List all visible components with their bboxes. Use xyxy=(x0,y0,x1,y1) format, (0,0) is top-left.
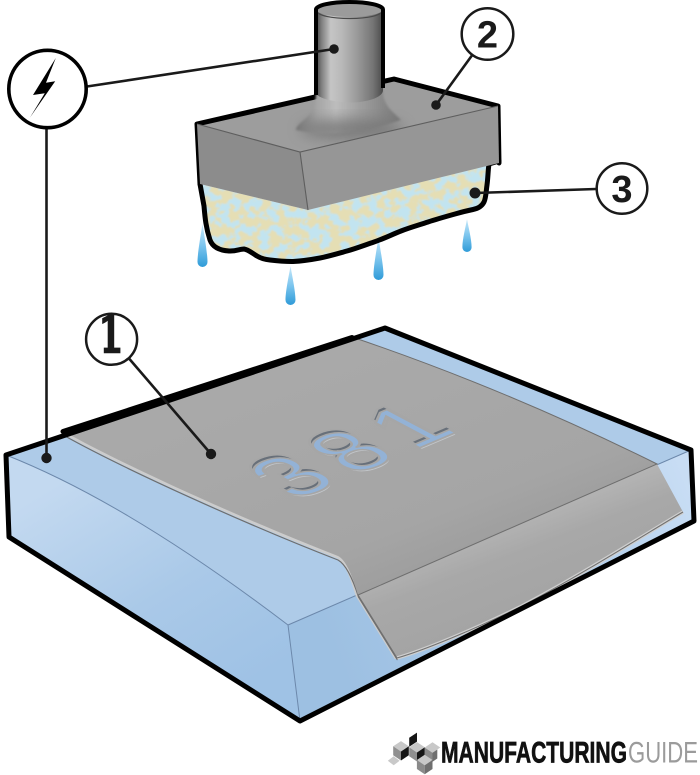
svg-text:3: 3 xyxy=(611,169,632,211)
svg-text:GUIDE: GUIDE xyxy=(628,736,698,769)
svg-text:MANUFACTURING: MANUFACTURING xyxy=(441,736,627,769)
svg-text:2: 2 xyxy=(477,15,498,57)
